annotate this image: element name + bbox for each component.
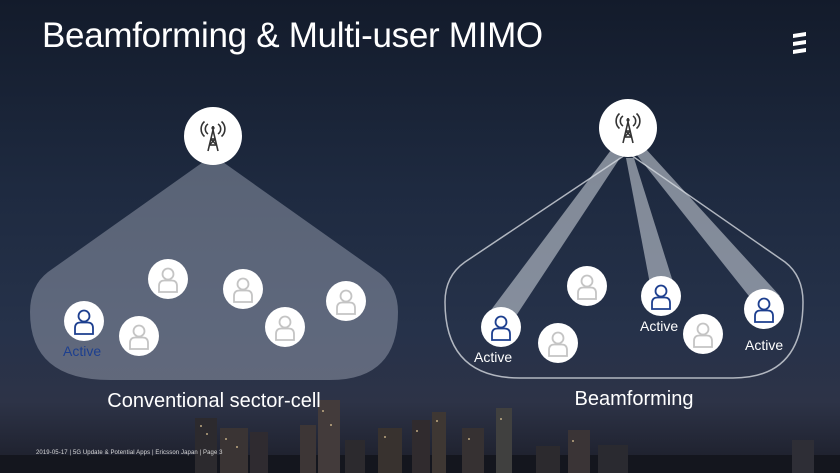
left-cell-tower <box>184 107 242 165</box>
active-label-right-3: Active <box>745 337 784 353</box>
sector-coverage-area <box>30 155 398 380</box>
beam-2 <box>626 158 673 284</box>
right-users <box>481 266 784 363</box>
user-idle <box>567 266 607 306</box>
user-active <box>481 307 521 347</box>
conventional-sector-cell-caption: Conventional sector-cell <box>107 390 321 412</box>
right-cell-tower <box>599 99 657 157</box>
user-idle <box>326 281 366 321</box>
city-skyline <box>0 400 840 473</box>
left-users <box>64 259 366 356</box>
beamforming-caption: Beamforming <box>574 388 694 410</box>
beams <box>488 148 780 319</box>
active-label-left: Active <box>63 343 102 359</box>
slide-footer: 2019-05-17 | 5G Update & Potential Apps … <box>36 450 223 456</box>
beam-1 <box>488 150 622 319</box>
user-idle <box>148 259 188 299</box>
ericsson-logo <box>793 32 806 54</box>
user-idle <box>265 307 305 347</box>
beam-3 <box>636 148 780 310</box>
user-idle <box>119 316 159 356</box>
user-active <box>641 276 681 316</box>
user-idle <box>683 314 723 354</box>
user-active <box>744 289 784 329</box>
user-active <box>64 301 104 341</box>
active-label-right-2: Active <box>640 318 679 334</box>
active-label-right-1: Active <box>474 349 513 365</box>
user-idle <box>223 269 263 309</box>
beamforming-cell-outline <box>444 152 804 379</box>
user-idle <box>538 323 578 363</box>
slide-title: Beamforming & Multi-user MIMO <box>42 16 543 55</box>
